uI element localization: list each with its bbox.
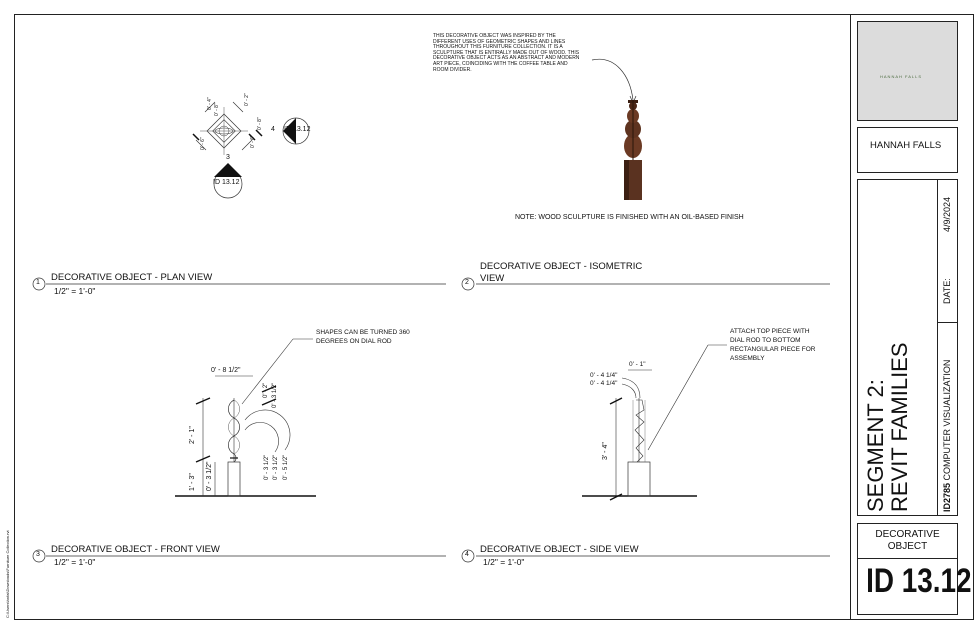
view3-number: 3 [36,551,40,558]
plan-dim-6: 0' - 8" [257,117,263,130]
plan-view-drawing [192,101,310,199]
view3-scale: 1/2" = 1'-0" [54,557,96,567]
designer-box [857,127,958,173]
front-dim-right-1: 0' - 2" [263,382,269,398]
sheet-info-divider [857,558,958,559]
sheet-title-line1: DECORATIVE [875,529,940,540]
course-name: COMPUTER VISUALIZATION [942,359,952,481]
view2-title-line1: DECORATIVE OBJECT - ISOMETRIC [480,261,643,272]
view2-number: 2 [465,279,469,286]
front-note-line2: DEGREES ON DIAL ROD [316,338,392,345]
front-view-drawing [175,338,316,497]
front-dim-top: 0' - 8 1/2" [211,367,241,374]
sheet-info-box [857,523,958,615]
sheet-number: ID 13.12 [866,562,972,600]
logo-text: HANNAH FALLS [880,74,923,79]
plan-dim-1: 0' - 4" [207,97,213,110]
side-dim-height: 3' - 4" [602,442,609,460]
front-dim-base: 1' - 3" [189,473,196,491]
plan-elev-bottom-id: ID 13.12 [213,179,240,186]
drawing-sheet-border [14,14,974,620]
date-divider [937,322,958,323]
side-view-drawing [582,344,727,501]
view1-scale: 1/2" = 1'-0" [54,286,96,296]
side-dim-b: 0' - 4 1/4" [590,380,618,387]
designer-name: HANNAH FALLS [870,140,942,151]
front-dim-right-4: 0' - 3 1/2" [273,454,279,480]
view4-title: DECORATIVE OBJECT - SIDE VIEW [480,544,639,555]
view4-number-circle [461,549,475,563]
view3-number-circle [32,549,46,563]
view2-number-circle [461,277,475,291]
title-block-divider [850,14,851,620]
project-info-strip [937,179,958,516]
file-path: C:\Users\hnfai\Downloads\Furniture Colle… [5,530,10,618]
course-code: ID2785 [942,482,952,512]
segment-title-line2: REVIT FAMILIES [887,342,912,512]
front-dim-right-3: 0' - 3 1/2" [264,454,270,480]
plan-dim-2: 0' - 2" [244,93,250,106]
logo-box [857,21,958,121]
plan-elev-right-id: ID 13.12 [284,126,311,133]
view3-title: DECORATIVE OBJECT - FRONT VIEW [51,544,220,555]
view1-title: DECORATIVE OBJECT - PLAN VIEW [51,272,213,283]
design-note-text: THIS DECORATIVE OBJECT WAS INSPIRED BY T… [433,33,580,73]
side-note-line1: ATTACH TOP PIECE WITH [730,328,810,335]
plan-dim-4: 0' - 6" [250,135,256,148]
plan-dim-3: 0' - 6" [200,137,206,150]
segment-title-line1: SEGMENT 2: [863,379,888,512]
front-dim-right-2: 0' - 3 1/2" [272,382,278,408]
view4-number: 4 [465,551,469,558]
date-value: 4/9/2024 [942,196,952,232]
finish-note: NOTE: WOOD SCULPTURE IS FINISHED WITH AN… [515,214,744,221]
side-note-line2: DIAL ROD TO BOTTOM [730,337,801,344]
front-dim-rod: 0' - 3 1/2" [206,461,213,491]
plan-elev-right-number: 4 [271,126,275,133]
plan-dim-5: 0' - 8" [214,103,220,116]
date-label: DATE: [942,278,952,304]
plan-elev-bottom-number: 3 [226,154,230,161]
view4-scale: 1/2" = 1'-0" [483,557,525,567]
view2-title-line2: VIEW [480,273,505,284]
side-note-line4: ASSEMBLY [730,355,765,362]
side-note-line3: RECTANGULAR PIECE FOR [730,346,816,353]
front-note-line1: SHAPES CAN BE TURNED 360 [316,329,410,336]
view1-number-circle [32,277,46,291]
side-dim-a: 0' - 4 1/4" [590,372,618,379]
sheet-title-line2: OBJECT [887,541,928,552]
view1-number: 1 [36,279,40,286]
course-label: ID2785 COMPUTER VISUALIZATION [941,360,953,512]
side-dim-top: 0' - 1" [629,361,646,368]
isometric-sculpture [591,58,642,200]
front-dim-height: 2' - 1" [189,426,196,444]
front-dim-right-5: 0' - 5 1/2" [283,454,289,480]
